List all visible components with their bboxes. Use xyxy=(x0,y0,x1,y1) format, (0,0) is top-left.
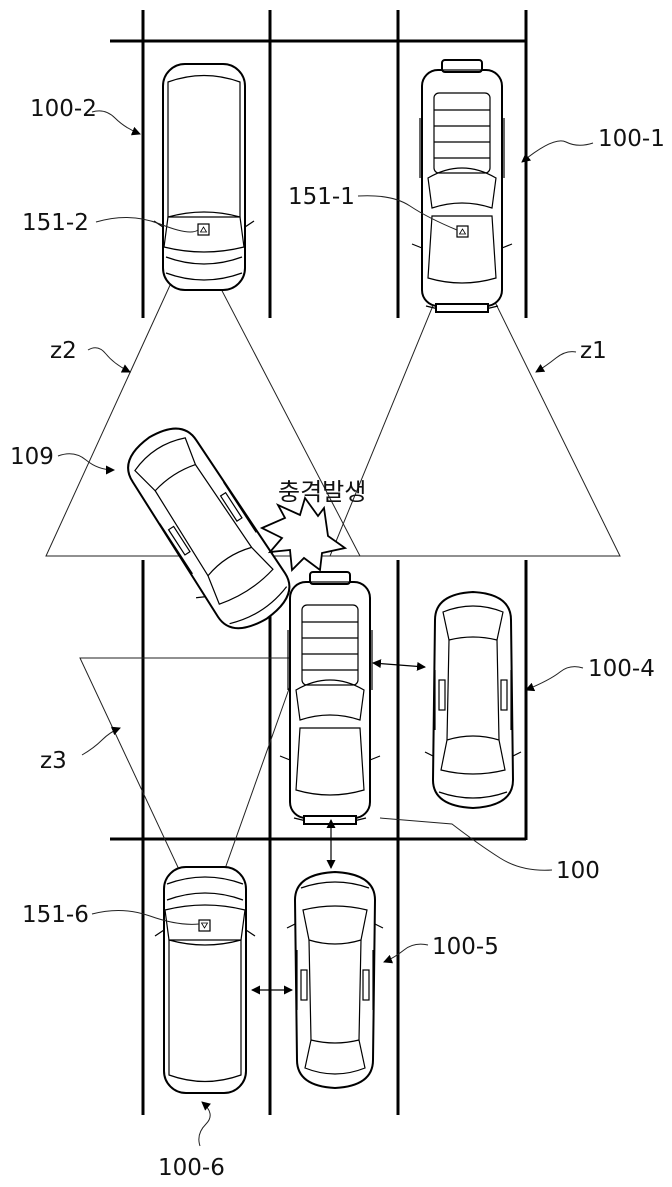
camera-151-2 xyxy=(197,223,210,236)
vehicle-100-1 xyxy=(411,59,513,313)
detection-zone-z3 xyxy=(79,657,301,927)
label-109: 109 xyxy=(10,444,54,470)
leader-lines xyxy=(57,110,594,1147)
impact-text: 충격발생 xyxy=(278,478,366,506)
camera-151-1 xyxy=(456,225,469,238)
vehicle-100-6 xyxy=(154,866,256,1094)
label-151-2: 151-2 xyxy=(22,210,89,236)
label-151-1: 151-1 xyxy=(288,184,355,210)
impact-burst-icon xyxy=(259,495,348,572)
parking-lines xyxy=(110,10,528,1115)
label-100-6: 100-6 xyxy=(158,1155,225,1181)
label-z2: z2 xyxy=(50,338,77,364)
label-100-2: 100-2 xyxy=(30,96,97,122)
label-100: 100 xyxy=(556,858,600,884)
vehicle-100-4 xyxy=(424,591,522,809)
detection-zone-z1 xyxy=(329,233,621,557)
label-100-5: 100-5 xyxy=(432,934,499,960)
camera-151-6 xyxy=(198,919,211,932)
label-100-1: 100-1 xyxy=(598,126,665,152)
vehicle-100-5 xyxy=(286,871,384,1089)
label-100-4: 100-4 xyxy=(588,656,655,682)
label-151-6: 151-6 xyxy=(22,902,89,928)
label-z3: z3 xyxy=(40,748,67,774)
vehicle-100 xyxy=(279,571,381,825)
label-z1: z1 xyxy=(580,338,607,364)
distance-arrows xyxy=(251,659,426,995)
vehicle-100-2 xyxy=(153,63,255,291)
leader-lines-plain xyxy=(91,195,553,925)
